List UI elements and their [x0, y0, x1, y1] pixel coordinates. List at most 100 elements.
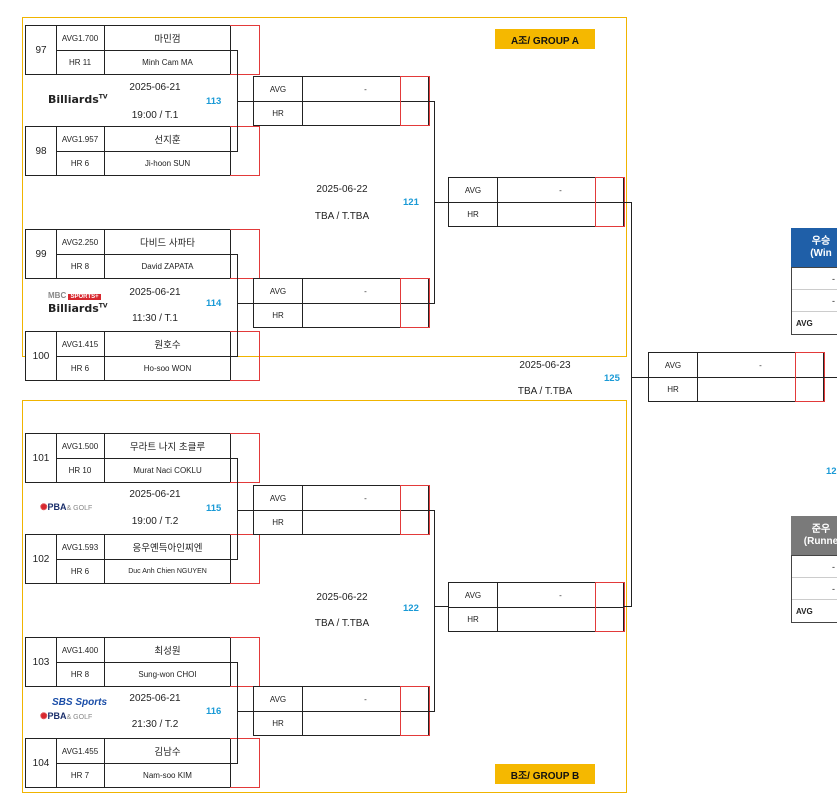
player-name-en: David ZAPATA	[141, 261, 194, 271]
match-date: 2025-06-22	[316, 184, 368, 195]
player-hr: HR 6	[56, 356, 105, 380]
winner-panel-body: - - AVG	[791, 267, 837, 335]
match-date: 2025-06-21	[129, 287, 181, 298]
runner-title-ko: 준우	[811, 523, 831, 535]
match-number: 116	[206, 706, 222, 717]
player-avg: AVG1.400	[56, 638, 105, 662]
avg-label: AVG	[649, 353, 698, 377]
player-name-ko: 응우옌득아인찌엔	[132, 543, 203, 554]
seed-number: 102	[26, 535, 57, 583]
score-box	[230, 25, 260, 75]
avg-label: AVG	[449, 583, 498, 607]
player-name-en: Ji-hoon SUN	[144, 158, 191, 168]
match-card-113[interactable]: AVG- HR	[253, 76, 430, 126]
winner-title-ko: 우승	[811, 235, 831, 247]
hr-label: HR	[649, 377, 698, 401]
player-hr: HR 8	[56, 662, 105, 686]
match-number: 113	[206, 96, 222, 107]
player-hr: HR 11	[56, 50, 105, 74]
match-date: 2025-06-21	[129, 82, 181, 93]
player-name-en: Ho-soo WON	[143, 363, 192, 373]
player-hr: HR 6	[56, 559, 105, 583]
avg-label: AVG	[254, 486, 303, 510]
avg-label: AVG	[254, 77, 303, 101]
winner-panel-header: 우승 (Win	[791, 228, 837, 267]
runner-panel-header: 준우 (Runne	[791, 516, 837, 555]
match-date: 2025-06-22	[316, 592, 368, 603]
match-number: 125	[604, 373, 620, 384]
runner-title-en: (Runne	[803, 535, 837, 547]
seed-number: 98	[26, 127, 57, 175]
runner-row-1: -	[792, 556, 837, 578]
player-avg: AVG1.500	[56, 434, 105, 458]
match-card-125[interactable]: AVG - HR	[648, 352, 825, 402]
match-card-116[interactable]: AVG- HR	[253, 686, 430, 736]
score-box	[230, 126, 260, 176]
hr-label: HR	[254, 101, 303, 125]
match-card-121[interactable]: AVG- HR	[448, 177, 625, 227]
player-name-ko: 무라트 나지 초클루	[129, 442, 206, 453]
player-avg: AVG1.415	[56, 332, 105, 356]
avg-value: -	[364, 493, 367, 503]
match-card-114[interactable]: AVG- HR	[253, 278, 430, 328]
score-box	[230, 637, 260, 687]
runner-row-2: -	[792, 578, 837, 600]
match-time: TBA / T.TBA	[314, 618, 370, 629]
avg-value: -	[759, 360, 762, 370]
match-number-partial: 12	[826, 466, 837, 477]
score-box	[595, 582, 625, 632]
hr-label: HR	[254, 510, 303, 534]
player-avg: AVG1.455	[56, 739, 105, 763]
seed-number: 101	[26, 434, 57, 482]
billiards-tv-logo: BilliardsTV	[48, 302, 108, 315]
group-a-label: A조/ GROUP A	[495, 29, 595, 49]
match-time: 21:30 / T.2	[131, 719, 179, 730]
match-date: 2025-06-23	[519, 360, 571, 371]
match-number: 122	[403, 603, 419, 614]
match-date: 2025-06-21	[129, 693, 181, 704]
seed-number: 99	[26, 230, 57, 278]
avg-value: -	[559, 185, 562, 195]
match-card-122[interactable]: AVG- HR	[448, 582, 625, 632]
player-name-ko: 김남수	[154, 747, 181, 758]
winner-avg-label: AVG	[796, 318, 813, 328]
player-name-en: Minh Cam MA	[142, 57, 193, 67]
match-number: 115	[206, 503, 222, 514]
player-name-en: Nam-soo KIM	[143, 770, 192, 780]
seed-number: 97	[26, 26, 57, 74]
winner-row-1: -	[792, 268, 837, 290]
match-time: 11:30 / T.1	[132, 313, 178, 324]
match-card-115[interactable]: AVG - HR	[253, 485, 430, 535]
hr-label: HR	[449, 202, 498, 226]
score-box	[230, 331, 260, 381]
match-number: 121	[403, 197, 419, 208]
runner-panel-body: - - AVG	[791, 555, 837, 623]
player-hr: HR 10	[56, 458, 105, 482]
player-name-ko: 다비드 사파타	[139, 238, 196, 249]
player-name-ko: 마민껌	[154, 34, 181, 45]
player-hr: HR 8	[56, 254, 105, 278]
match-time: 19:00 / T.2	[131, 516, 179, 527]
hr-label: HR	[449, 607, 498, 631]
score-box	[230, 433, 260, 483]
match-time: TBA / T.TBA	[314, 211, 370, 222]
score-box	[230, 229, 260, 279]
player-name-en: Duc Anh Chien NGUYEN	[128, 567, 207, 575]
player-name-ko: 최성원	[154, 646, 181, 657]
winner-title-en: (Win	[810, 247, 832, 259]
winner-row-2: -	[792, 290, 837, 312]
avg-label: AVG	[254, 687, 303, 711]
group-b-box	[22, 400, 627, 793]
player-hr: HR 7	[56, 763, 105, 787]
player-name-ko: 원호수	[154, 340, 181, 351]
pba-golf-logo: ✺PBA& GOLF	[40, 711, 93, 721]
group-a-box	[22, 17, 627, 357]
